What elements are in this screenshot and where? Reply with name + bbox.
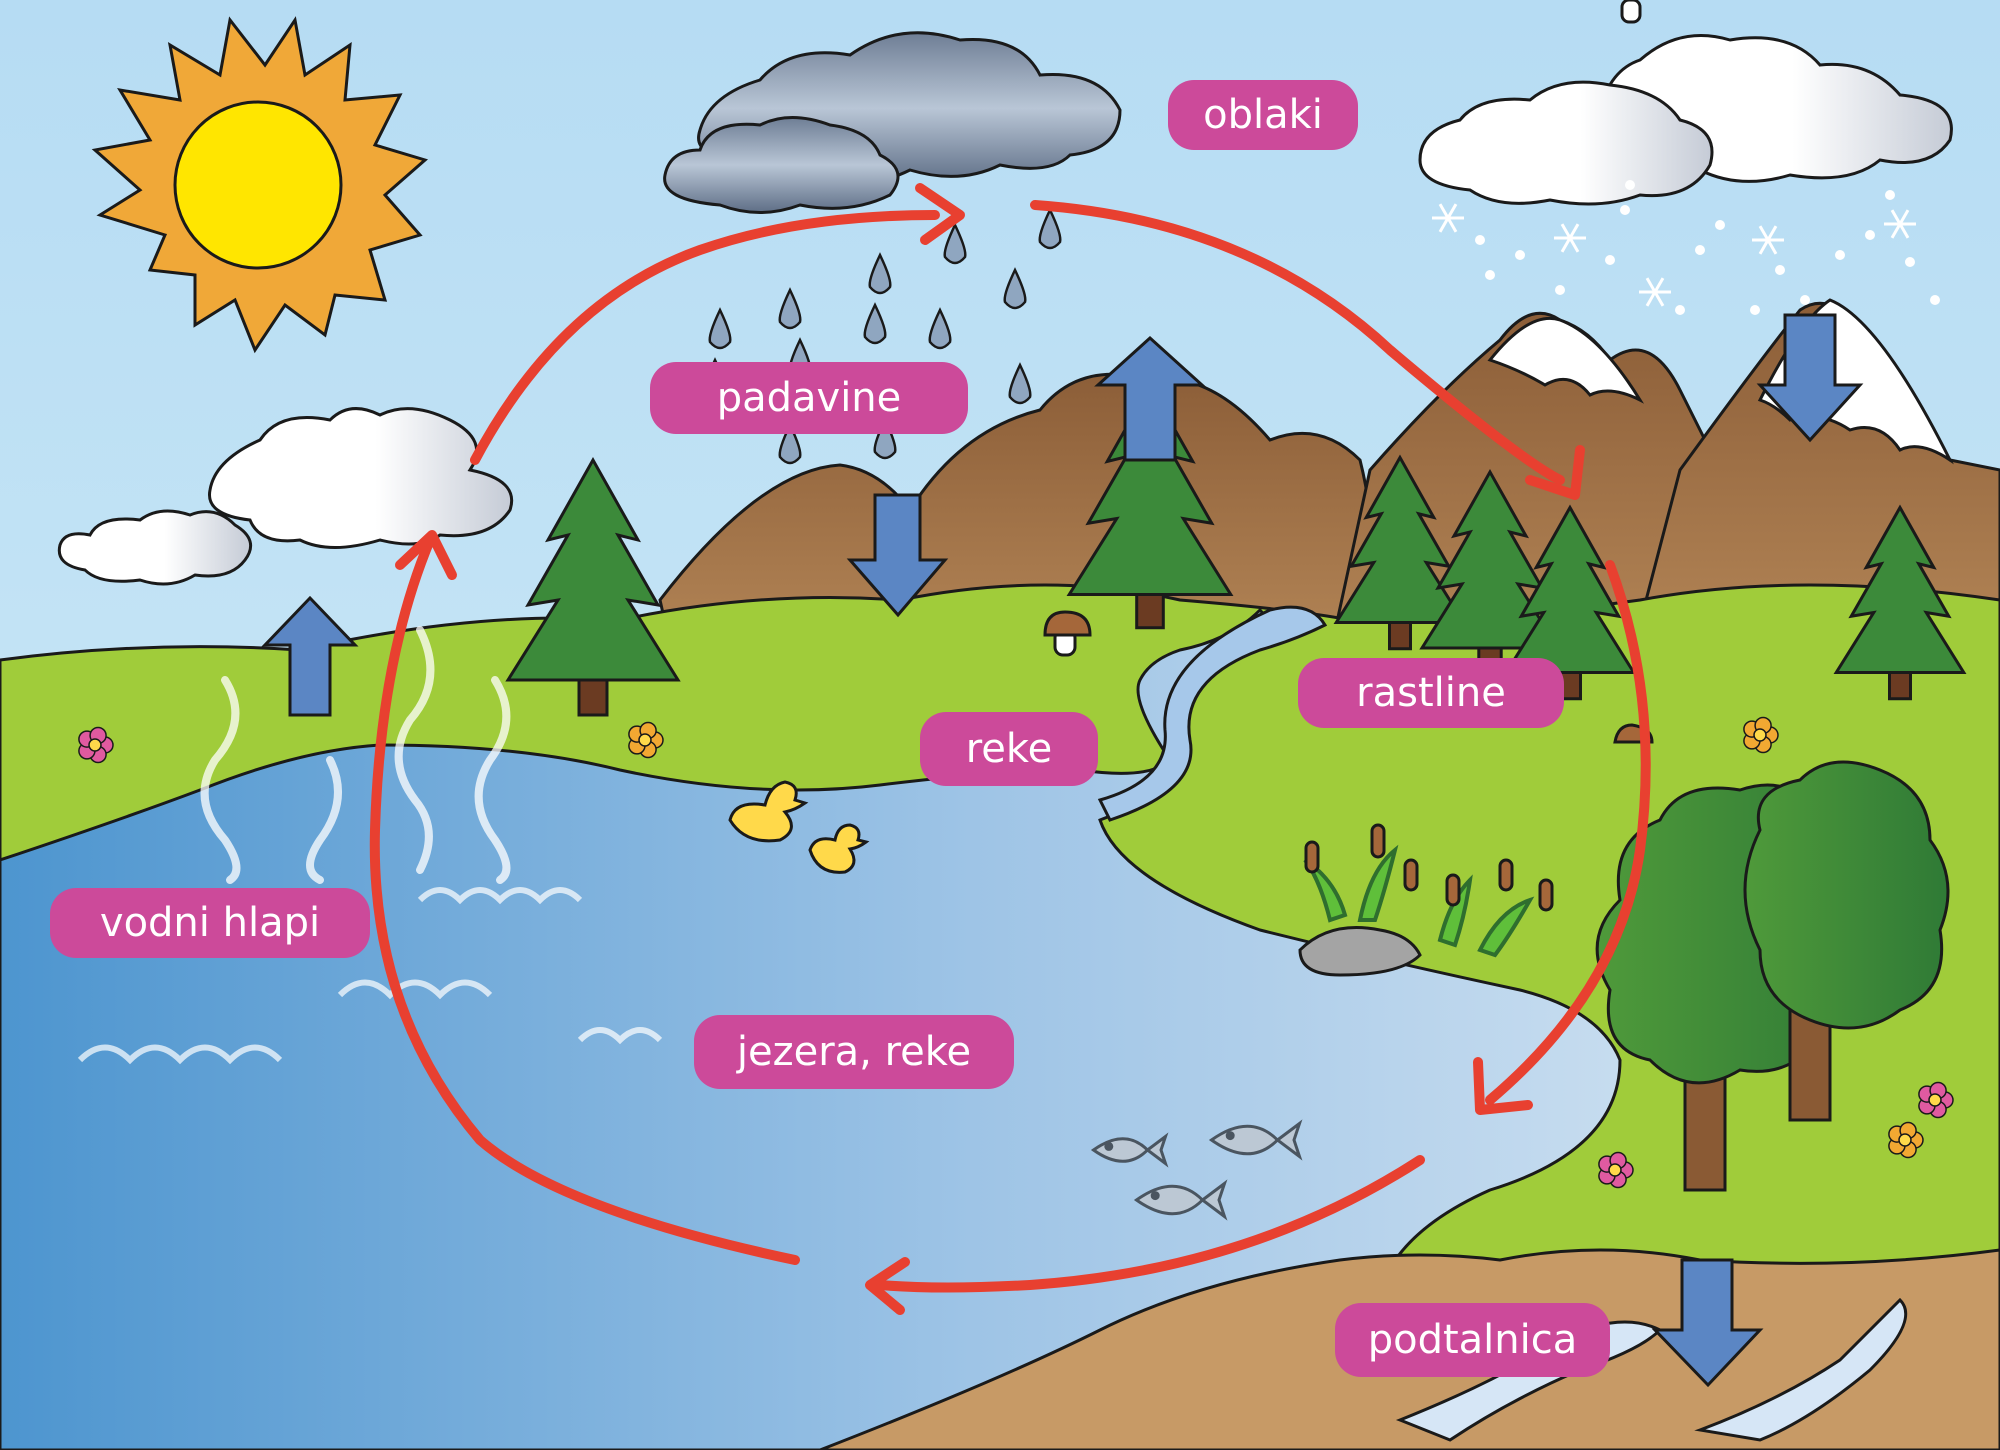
arrow-down-icon <box>846 493 949 618</box>
tree-icon <box>1833 504 1967 701</box>
label-reke: reke <box>920 712 1098 786</box>
flower-icon <box>1598 1151 1634 1189</box>
snowflake-icon <box>1432 203 1464 233</box>
raindrop-icon <box>928 307 952 350</box>
label-jezera-reke: jezera, reke <box>694 1015 1014 1089</box>
raindrop-icon <box>1038 207 1062 250</box>
arrow-down-icon <box>1651 1258 1764 1388</box>
tree-icon <box>1066 382 1234 630</box>
raindrop-icon <box>1008 362 1032 405</box>
cattail-icon <box>1298 823 1554 977</box>
arrow-down-icon <box>1756 313 1864 443</box>
label-rastline: rastline <box>1298 658 1564 728</box>
flower-icon <box>1888 1121 1924 1159</box>
water-waves <box>77 887 663 1065</box>
cycle-arrowheads <box>395 183 1585 1315</box>
snowflake-icon <box>1752 225 1784 255</box>
label-oblaki: oblaki <box>1168 80 1358 150</box>
duck-icon <box>728 780 870 874</box>
flower-icon <box>1918 1081 1954 1119</box>
river <box>1097 605 1328 822</box>
raindrop-icon <box>943 222 967 265</box>
tree-icon <box>1503 504 1637 701</box>
tree-icon <box>1333 454 1467 651</box>
flower-icon <box>628 721 664 759</box>
label-vodni-hlapi: vodni hlapi <box>50 888 370 958</box>
tree-icon <box>505 456 681 717</box>
raindrop-icon <box>778 287 802 330</box>
flow-arrows <box>261 313 1864 1388</box>
snow-cloud-icon <box>1418 34 1953 206</box>
raindrop-icon <box>778 422 802 465</box>
cloud-icon <box>57 407 513 586</box>
raindrop-icon <box>708 307 732 350</box>
tree-icon <box>1595 760 1950 1192</box>
raindrop-icon <box>863 302 887 345</box>
snowflake-icon <box>1884 209 1916 239</box>
sun-icon <box>91 16 429 354</box>
cycle-arrow <box>369 200 1651 1293</box>
fish-icon <box>1090 1119 1303 1221</box>
label-padavine: padavine <box>650 362 968 434</box>
snowfall <box>1432 180 1940 315</box>
raindrop-icon <box>873 417 897 460</box>
flower-icon <box>78 726 114 764</box>
label-podtalnica: podtalnica <box>1335 1303 1610 1377</box>
evaporation-wisps <box>200 626 511 884</box>
arrow-up-icon <box>261 595 359 717</box>
trees <box>505 382 1967 717</box>
raindrop-icon <box>868 252 892 295</box>
snowflake-icon <box>1639 277 1671 307</box>
snowflake-icon <box>1554 223 1586 253</box>
flower-icon <box>1743 716 1779 754</box>
arrow-up-icon <box>1094 335 1206 462</box>
flowers <box>78 716 1954 1189</box>
raindrop-icon <box>1003 267 1027 310</box>
rain-cloud-icon <box>663 31 1122 214</box>
